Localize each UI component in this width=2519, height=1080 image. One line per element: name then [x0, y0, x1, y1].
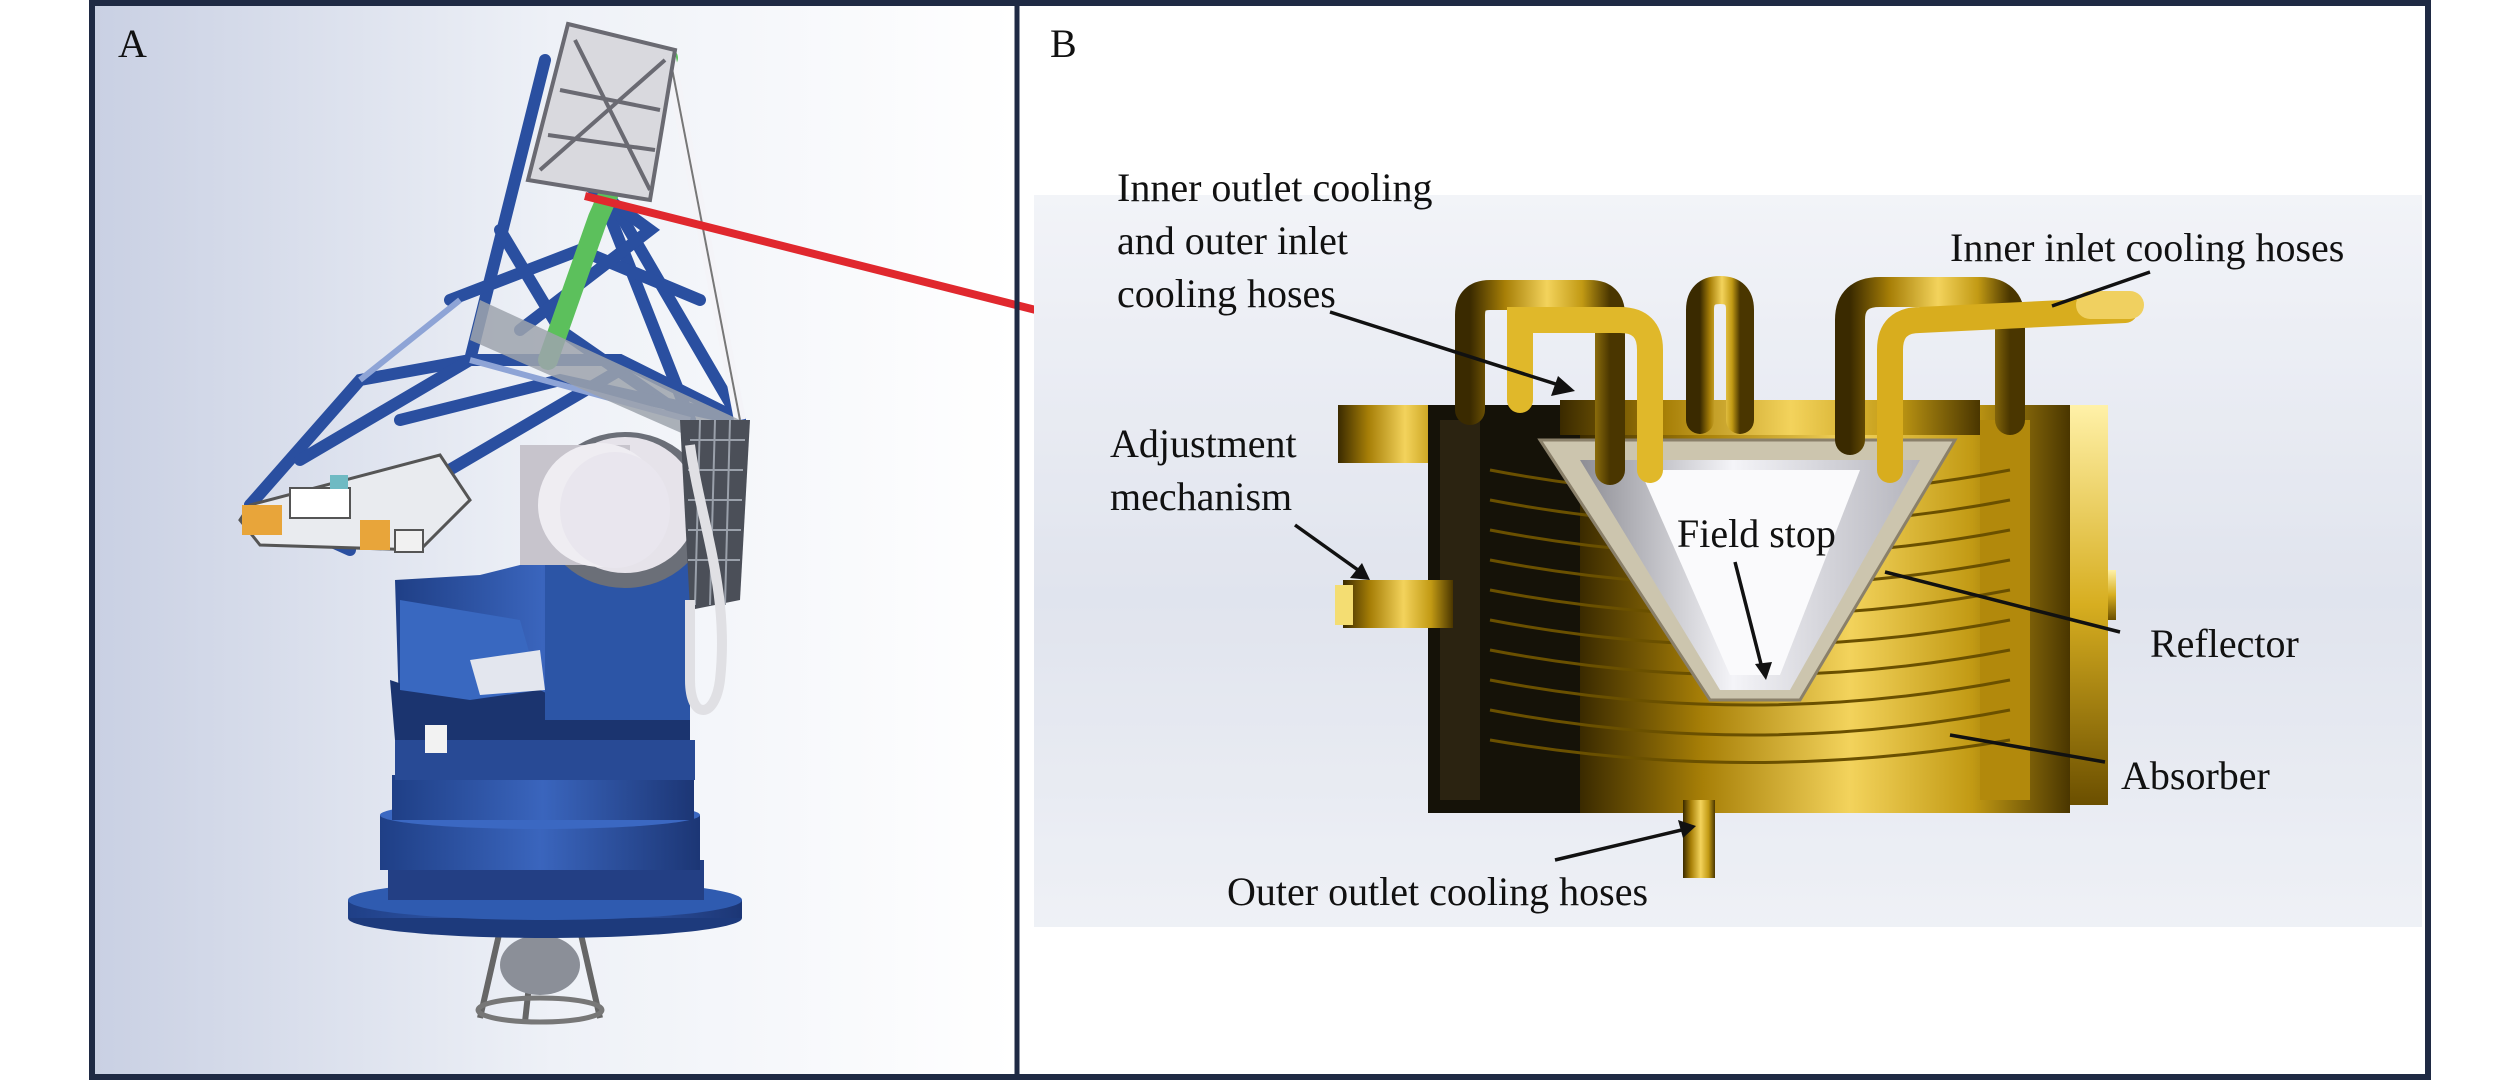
telescope-base-stand — [475, 929, 605, 1025]
label-adjustment-mechanism: Adjustment mechanism — [1110, 421, 1297, 519]
label-outer-outlet-cooling-hoses: Outer outlet cooling hoses — [1227, 869, 1649, 914]
instrument-platform — [238, 453, 472, 553]
reflector-cone — [1537, 438, 1958, 702]
leader-arrowheads — [1350, 376, 1772, 838]
telescope-elevation-drum — [520, 432, 710, 588]
label-field-stop: Field stop — [1677, 511, 1836, 556]
label-absorber: Absorber — [2121, 753, 2270, 798]
outlet-pipe — [1683, 800, 1715, 878]
telescope-mount-base — [348, 740, 742, 938]
telescope-yoke — [390, 555, 690, 753]
telescope-tube-gray — [470, 300, 740, 450]
panel-a — [94, 4, 1192, 1076]
leader-lines — [1293, 270, 2151, 862]
cooling-pipes — [1455, 275, 2144, 485]
label-inner-inlet-cooling-hoses: Inner inlet cooling hoses — [1950, 225, 2345, 270]
panel-b-label: B — [1050, 21, 1077, 66]
panel-a-label: A — [118, 21, 147, 66]
label-reflector: Reflector — [2150, 621, 2299, 666]
panel-frames — [89, 0, 2431, 1080]
secondary-mirror-cage — [525, 21, 678, 203]
label-inner-outlet-cooling-hoses: Inner outlet cooling and outer inlet coo… — [1117, 165, 1433, 316]
cable-loop — [685, 444, 727, 715]
panel-b — [1034, 195, 2422, 927]
